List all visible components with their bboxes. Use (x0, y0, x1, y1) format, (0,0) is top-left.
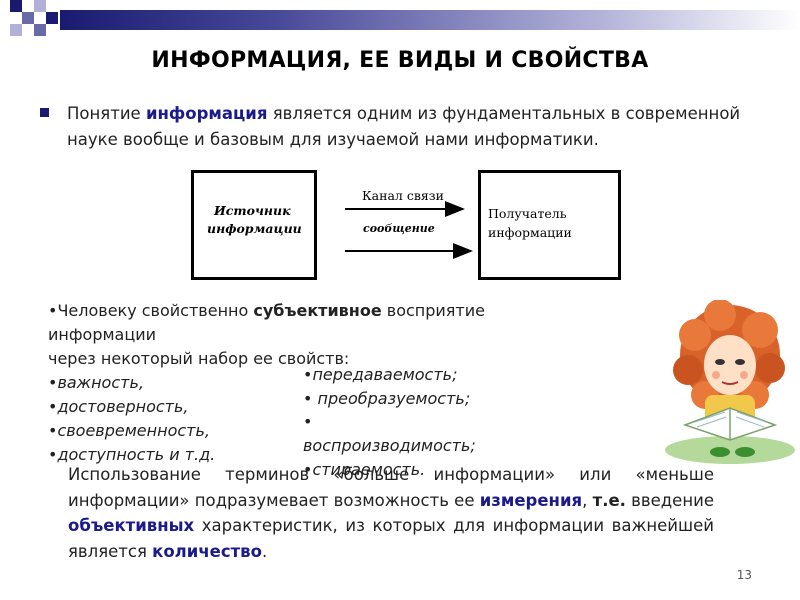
properties-intro-line3: через некоторый набор ее свойств: (48, 349, 350, 368)
property-item: •достоверность, (48, 397, 189, 416)
channel-label: Канал связи (362, 188, 444, 203)
highlight-term: объективных (68, 516, 195, 535)
property-item: •передаваемость; (303, 365, 458, 384)
source-box: Источник информации (191, 170, 317, 280)
emphasis-text: субъективное (253, 301, 382, 320)
text: •Человеку свойственно (48, 301, 254, 320)
intro-text: Понятие (67, 104, 146, 123)
receiver-label-line1: Получатель (488, 206, 567, 221)
properties-intro-line2: информации (48, 325, 157, 344)
deco-square (10, 0, 22, 12)
property-item: •стираемость. (303, 460, 426, 479)
source-label-line1: Источник (214, 203, 291, 218)
highlight-term: измерения (479, 490, 583, 510)
message-label: сообщение (363, 222, 435, 235)
text: введение (625, 490, 714, 510)
properties-intro-line1: •Человеку свойственно субъективное воспр… (48, 301, 485, 320)
property-item: •важность, (48, 373, 144, 392)
property-item: •доступность и т.д. (48, 445, 216, 464)
receiver-label-line2: информации (488, 225, 572, 240)
text: характеристик, из которых для информации… (68, 516, 714, 561)
header-gradient-bar (60, 10, 800, 30)
conclusion-paragraph: Использование терминов «больше информаци… (68, 462, 714, 564)
property-item: •своевременность, (48, 421, 210, 440)
intro-highlight: информация (145, 104, 268, 123)
emphasis-text: т.е. (592, 490, 626, 510)
property-item: • (303, 412, 313, 431)
bullet-square-icon (40, 108, 49, 117)
deco-square (46, 12, 58, 24)
deco-square (34, 0, 46, 12)
header-decoration (0, 0, 800, 50)
deco-square (34, 24, 46, 36)
text: Использование терминов «больше информаци… (68, 465, 714, 510)
slide-title: ИНФОРМАЦИЯ, ЕЕ ВИДЫ И СВОЙСТВА (151, 48, 649, 73)
text: , (582, 490, 593, 510)
receiver-box: Получатель информации (478, 170, 621, 280)
page-number: 13 (736, 568, 752, 582)
source-label-line2: информации (207, 221, 302, 236)
deco-square (10, 24, 22, 36)
intro-text: является одним из фундаментальных в совр… (67, 104, 741, 149)
property-item: • преобразуемость; (303, 389, 471, 408)
text: восприятие (381, 301, 485, 320)
deco-square (22, 12, 34, 24)
girl-reading-illustration (665, 300, 795, 464)
intro-paragraph: Понятие информация является одним из фун… (67, 101, 777, 153)
text: . (261, 541, 268, 561)
property-item: воспроизводимость; (303, 436, 476, 455)
highlight-term: количество (152, 541, 262, 561)
